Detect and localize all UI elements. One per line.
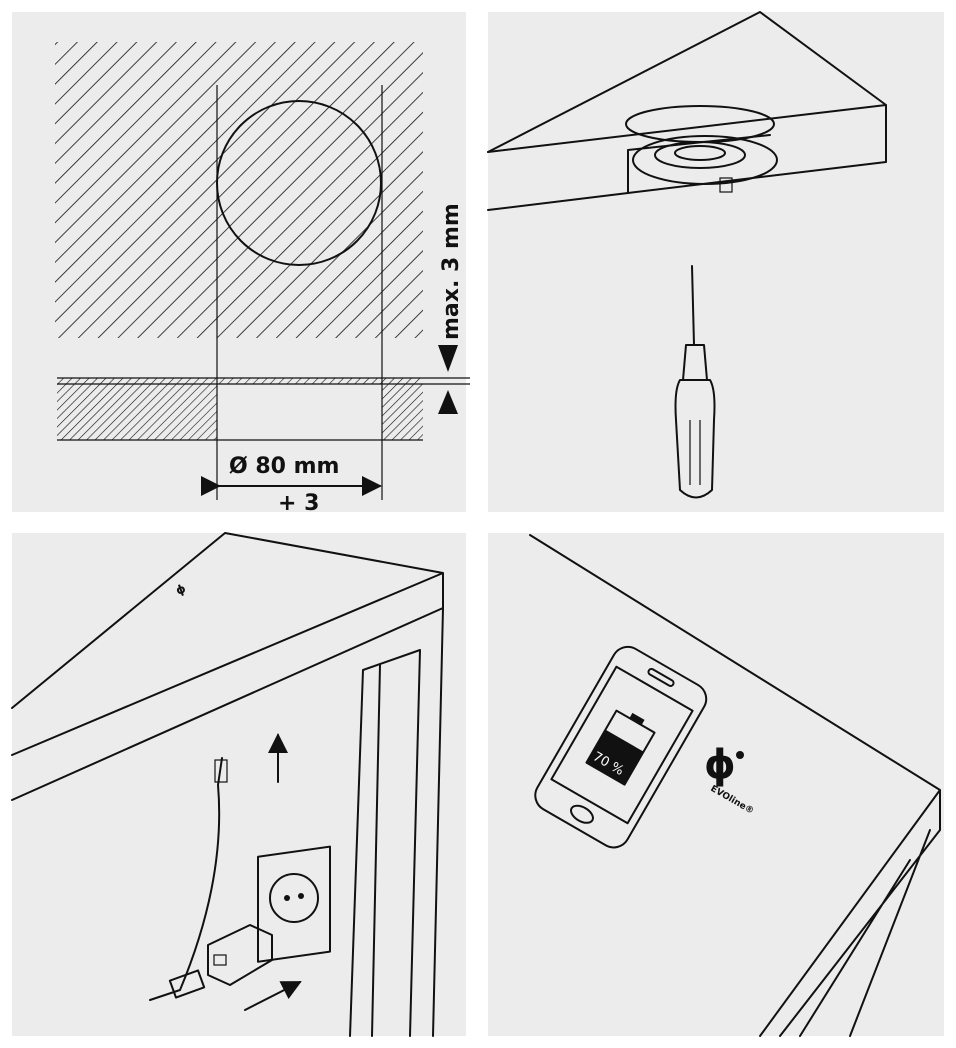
panel-wireless-charging: 70 % ϕ EVOline® <box>488 533 944 1037</box>
hatched-section-left <box>57 378 217 440</box>
arrow-up-icon <box>438 390 458 414</box>
table-corner <box>529 534 941 1037</box>
panel-connect-power: ϕ <box>11 532 466 1037</box>
svg-text:ϕ: ϕ <box>174 581 188 597</box>
charger-puck <box>632 135 778 185</box>
tolerance-label: + 3 <box>278 491 319 516</box>
arrow-down-icon <box>438 345 458 372</box>
arrow-plug-in-icon <box>244 981 302 1011</box>
max-depth-label: max. 3 mm <box>439 203 464 340</box>
panel-cutout-dimensions: max. 3 mm Ø 80 mm + 3 <box>12 12 470 516</box>
panel-mount-with-screwdriver <box>487 11 944 512</box>
svg-text:ϕ: ϕ <box>704 742 736 788</box>
table-corner <box>11 532 444 1037</box>
qi-logo-icon: ϕ <box>704 742 744 788</box>
smartphone-icon: 70 % <box>534 645 708 849</box>
diameter-label: Ø 80 mm <box>229 454 339 479</box>
usb-cable <box>149 757 223 1001</box>
tabletop <box>487 11 887 211</box>
power-adapter-icon <box>207 924 273 986</box>
wall-socket-icon <box>257 845 331 963</box>
hatched-section-right <box>382 378 423 440</box>
hatched-surface-top-view <box>55 42 423 338</box>
screwdriver-icon <box>674 265 716 499</box>
